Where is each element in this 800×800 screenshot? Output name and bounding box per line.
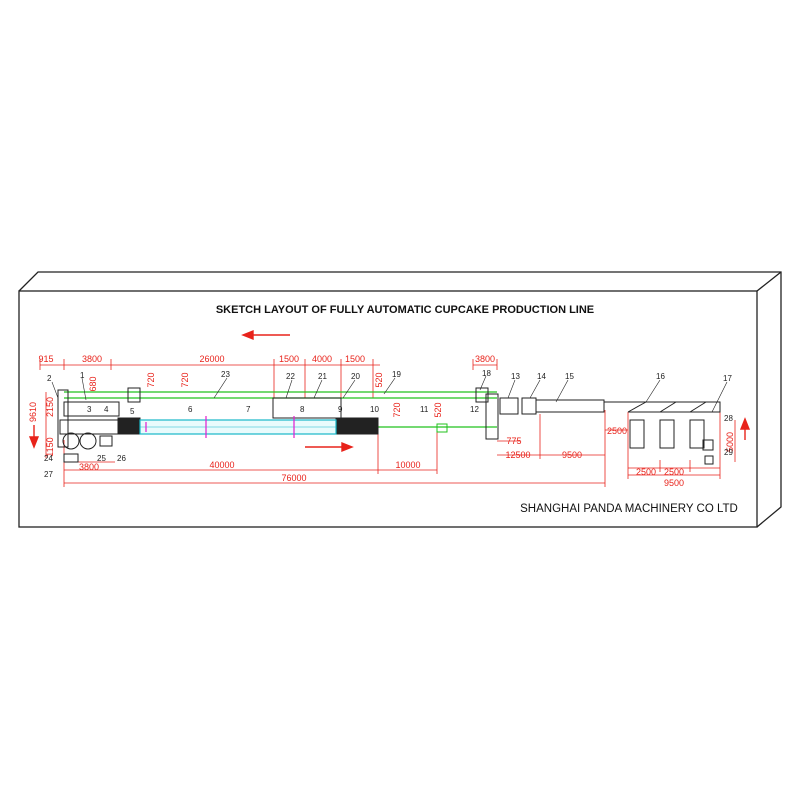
arrow-down-icon [28,425,40,449]
dim-775: 775 [506,436,521,446]
item-label-18: 18 [482,369,491,378]
item-label-11: 11 [420,405,429,414]
dim-3800-c: 3800 [79,462,99,472]
dim-5000: 5000 [725,432,735,452]
item-label-23: 23 [221,370,230,379]
item-label-22: 22 [286,372,295,381]
arrow-up-icon [739,417,751,440]
item-label-15: 15 [565,372,574,381]
item-label-8: 8 [300,405,305,414]
page-title: SKETCH LAYOUT OF FULLY AUTOMATIC CUPCAKE… [216,304,594,316]
arrow-left-icon [241,329,290,341]
flow-arrows [28,329,751,453]
item-label-25: 25 [97,454,106,463]
dim-9610: 9610 [28,402,38,422]
dim-2150: 2150 [45,397,55,417]
arrow-right-icon [305,441,354,453]
item-label-12: 12 [470,405,479,414]
dim-1500-b: 1500 [345,354,365,364]
item-label-7: 7 [246,405,251,414]
dim-3800-a: 3800 [82,354,102,364]
item-label-4: 4 [104,405,109,414]
oven-tunnel [139,416,448,438]
dim-9500-b: 9500 [664,478,684,488]
dim-9500-a: 9500 [562,450,582,460]
dim-26000: 26000 [199,354,224,364]
item-label-28: 28 [724,414,733,423]
item-label-27: 27 [44,470,53,479]
dim-520-a: 520 [374,372,384,387]
dim-720-b: 720 [180,372,190,387]
dim-2500-a: 2500 [607,426,627,436]
item-label-14: 14 [537,372,546,381]
board-frame [18,271,782,528]
dim-40000: 40000 [209,460,234,470]
company-name: SHANGHAI PANDA MACHINERY CO LTD [520,503,738,515]
dim-12500: 12500 [505,450,530,460]
dimension-lines [39,359,736,487]
dim-76000: 76000 [281,473,306,483]
dim-10000: 10000 [395,460,420,470]
dim-1500-a: 1500 [279,354,299,364]
production-line [57,387,721,465]
item-label-19: 19 [392,370,401,379]
dim-2500-c: 2500 [664,467,684,477]
item-numbers: 1 2 3 4 5 6 7 8 9 10 11 12 13 14 15 16 1… [44,369,733,479]
dim-680: 680 [88,376,98,391]
item-label-9: 9 [338,405,343,414]
dim-720-a: 720 [146,372,156,387]
dim-4000: 4000 [312,354,332,364]
item-label-21: 21 [318,372,327,381]
dim-720-c: 720 [392,402,402,417]
item-label-2: 2 [47,374,52,383]
leader-lines [51,375,728,413]
item-label-20: 20 [351,372,360,381]
dim-2500-b: 2500 [636,467,656,477]
item-label-1: 1 [80,371,85,380]
dim-3800-b: 3800 [475,354,495,364]
item-label-24: 24 [44,454,53,463]
item-label-5: 5 [130,407,135,416]
dim-1150: 1150 [45,437,55,456]
dim-915: 915 [38,354,53,364]
item-label-26: 26 [117,454,126,463]
item-label-6: 6 [188,405,193,414]
dim-520-b: 520 [433,402,443,417]
item-label-3: 3 [87,405,92,414]
item-label-29: 29 [724,448,733,457]
dimension-texts: 915 3800 26000 1500 4000 1500 3800 680 7… [28,354,735,488]
item-label-16: 16 [656,372,665,381]
item-label-13: 13 [511,372,520,381]
item-label-17: 17 [723,374,732,383]
item-label-10: 10 [370,405,379,414]
